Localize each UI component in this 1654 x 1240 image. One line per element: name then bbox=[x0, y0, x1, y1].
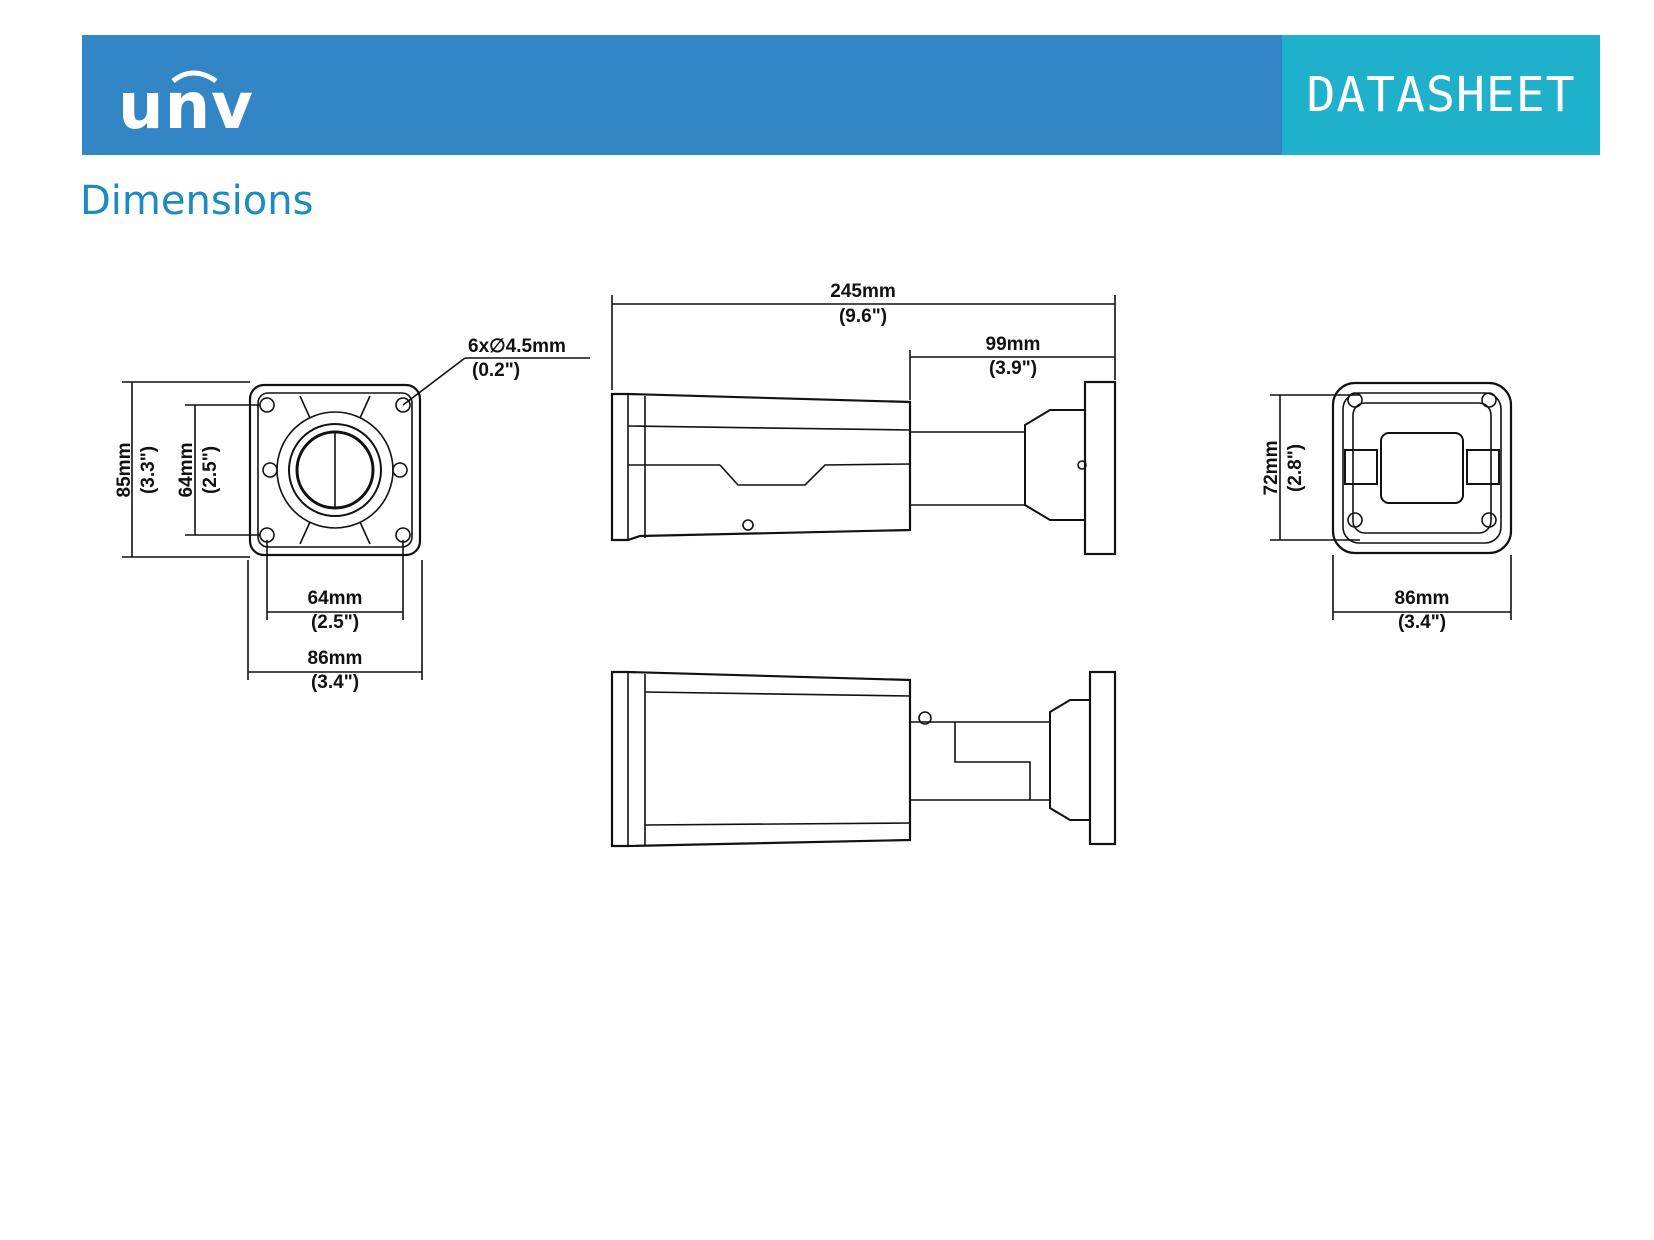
logo-text: unv bbox=[118, 70, 254, 144]
hole-size-inch-label: (0.2") bbox=[472, 360, 520, 381]
front-view bbox=[122, 357, 590, 680]
bottom-view bbox=[610, 670, 1117, 848]
front-height-inch-label: (3.3") bbox=[138, 446, 159, 494]
front-inner-width-inch-label: (2.5") bbox=[311, 612, 359, 633]
length-inch-label: (9.6") bbox=[839, 306, 887, 327]
front-width-mm-label: 86mm bbox=[308, 648, 363, 669]
datasheet-tag: DATASHEET bbox=[1282, 35, 1600, 155]
arm-mm-label: 99mm bbox=[986, 334, 1041, 355]
back-width-inch-label: (3.4") bbox=[1398, 612, 1446, 633]
front-inner-height-inch-label: (2.5") bbox=[200, 446, 221, 494]
header-bar: unv DATASHEET bbox=[82, 35, 1600, 155]
front-width-inch-label: (3.4") bbox=[311, 672, 359, 693]
hole-size-label: 6x∅4.5mm bbox=[468, 336, 566, 357]
unv-logo: unv bbox=[118, 61, 268, 141]
length-mm-label: 245mm bbox=[830, 281, 896, 302]
back-view bbox=[1270, 381, 1513, 620]
front-inner-width-mm-label: 64mm bbox=[308, 588, 363, 609]
arm-inch-label: (3.9") bbox=[989, 358, 1037, 379]
length-dimension bbox=[611, 295, 1116, 400]
front-inner-height-mm-label: 64mm bbox=[176, 443, 197, 498]
front-height-mm-label: 85mm bbox=[114, 443, 135, 498]
back-height-inch-label: (2.8") bbox=[1285, 444, 1306, 492]
logo-arc-icon bbox=[171, 70, 218, 84]
side-view bbox=[610, 380, 1117, 556]
back-width-mm-label: 86mm bbox=[1395, 588, 1450, 609]
page-title: Dimensions bbox=[80, 178, 314, 224]
back-height-mm-label: 72mm bbox=[1261, 441, 1282, 496]
datasheet-label: DATASHEET bbox=[1306, 67, 1576, 123]
